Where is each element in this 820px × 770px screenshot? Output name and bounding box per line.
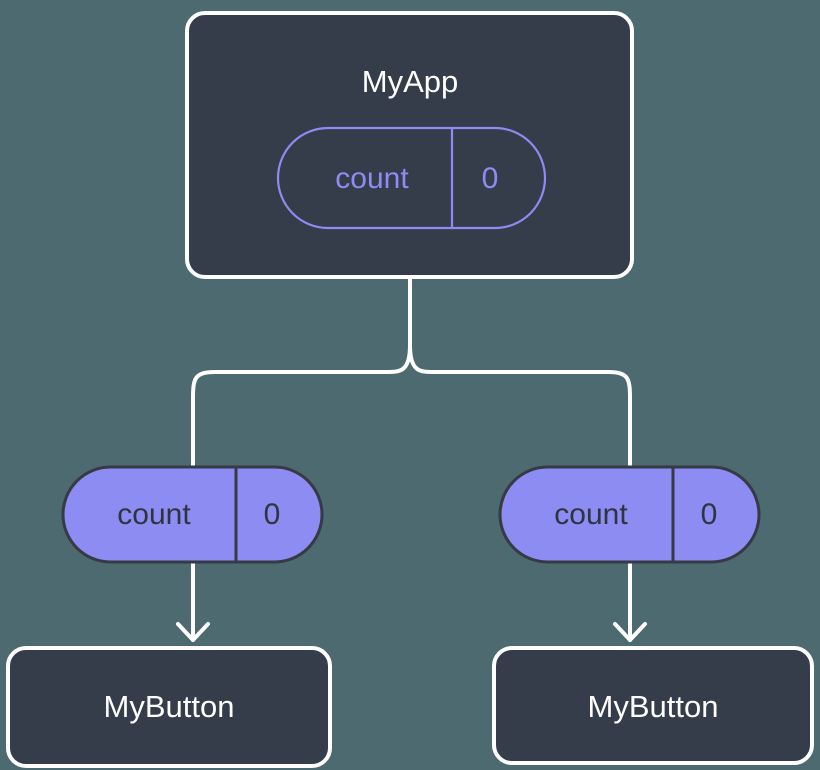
prop-pill-right[interactable]: count 0 xyxy=(498,465,761,564)
node-mybutton-right-card[interactable] xyxy=(492,646,814,765)
prop-pill-right-shape[interactable] xyxy=(498,465,761,564)
edge-root-to-right-prop xyxy=(408,343,632,469)
node-myapp-card[interactable] xyxy=(185,11,634,279)
node-mybutton-left-title: MyButton xyxy=(104,689,235,724)
node-mybutton-right[interactable]: MyButton xyxy=(492,646,814,765)
prop-pill-right-key: count xyxy=(554,498,628,531)
node-myapp-title: MyApp xyxy=(362,64,458,99)
state-pill-myapp-key: count xyxy=(335,162,409,195)
arrowhead-right-icon xyxy=(613,622,647,642)
prop-pill-left[interactable]: count 0 xyxy=(61,465,324,564)
edge-root-to-left-prop xyxy=(191,343,412,469)
state-pill-myapp-value: 0 xyxy=(482,162,499,195)
node-mybutton-right-title: MyButton xyxy=(588,689,719,724)
prop-pill-left-key: count xyxy=(117,498,191,531)
state-pill-myapp[interactable]: count 0 xyxy=(276,126,547,230)
prop-pill-left-shape[interactable] xyxy=(61,465,324,564)
node-myapp[interactable]: MyApp count 0 xyxy=(185,11,634,279)
node-mybutton-left[interactable]: MyButton xyxy=(6,646,332,768)
node-mybutton-left-card[interactable] xyxy=(6,646,332,768)
prop-pill-right-value: 0 xyxy=(701,498,718,531)
arrowhead-left-icon xyxy=(176,622,210,642)
prop-pill-left-value: 0 xyxy=(264,498,281,531)
state-pill-myapp-shape[interactable] xyxy=(276,126,547,230)
